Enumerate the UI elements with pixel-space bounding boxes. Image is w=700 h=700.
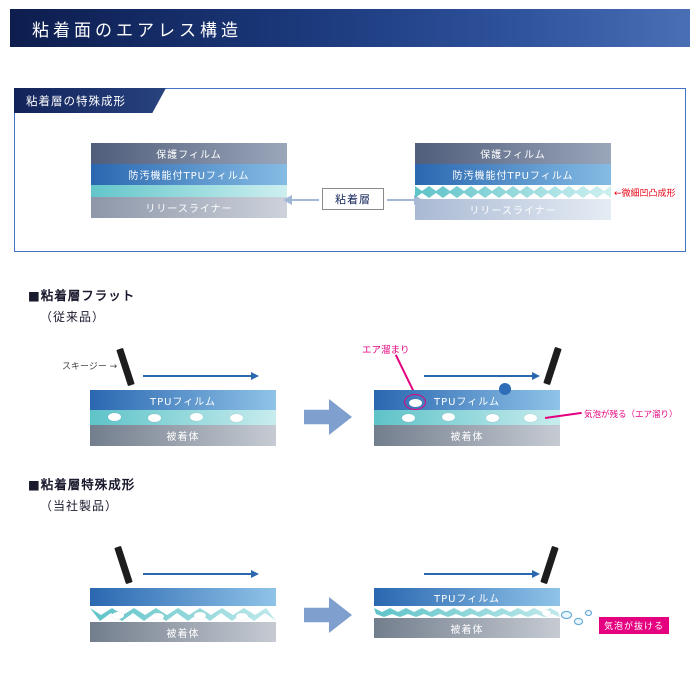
motion-arrow-icon	[143, 569, 259, 578]
air-bubble	[148, 414, 161, 422]
air-pocket-label: エア溜まり	[362, 345, 410, 356]
adhesive-zigzag	[90, 608, 276, 621]
escaping-bubble	[561, 611, 572, 619]
air-bubble	[190, 413, 203, 421]
air-pocket-circle-icon	[404, 394, 426, 410]
substrate-layer: 被着体	[90, 425, 276, 446]
bubble-escape-label: 気泡が抜ける	[599, 617, 670, 634]
flat-section-subheading: （従来品）	[40, 310, 106, 324]
adhesive-layer	[374, 410, 560, 425]
motion-arrow-icon	[424, 569, 540, 578]
escaping-bubble	[585, 610, 592, 616]
layer-protect-film: 保護フィルム	[415, 143, 611, 164]
page-title: 粘着面のエアレス構造	[32, 20, 242, 41]
motion-arrow-icon	[143, 371, 259, 380]
micro-texture-note: ←微細凹凸成形	[614, 189, 676, 199]
squeegee-label: スキージー →	[62, 362, 118, 372]
layer-stack-flat: 保護フィルム 防汚機能付TPUフィルム リリースライナー	[91, 143, 287, 218]
adhesive-zigzag	[374, 608, 560, 617]
squeegee-icon	[116, 347, 135, 387]
layer-protect-film: 保護フィルム	[91, 143, 287, 164]
structure-box: 粘着層の特殊成形 保護フィルム 防汚機能付TPUフィルム リリースライナー 粘着…	[14, 88, 686, 252]
air-bubble	[486, 414, 499, 422]
formed-section-heading: ■粘着層特殊成形	[28, 477, 136, 492]
tpu-film-layer: TPUフィルム	[90, 390, 276, 410]
motion-arrow-icon	[424, 371, 540, 380]
adhesive-layer-label: 粘着層	[322, 188, 384, 210]
adhesive-layer	[90, 410, 276, 425]
air-bubble	[542, 610, 551, 616]
layer-tpu-film: 防汚機能付TPUフィルム	[415, 164, 611, 185]
page-title-bar: 粘着面のエアレス構造	[10, 9, 690, 47]
layer-stack-textured: 保護フィルム 防汚機能付TPUフィルム リリースライナー	[415, 143, 611, 220]
air-bubble	[152, 613, 164, 620]
air-bubble	[236, 613, 248, 620]
squeegee-icon	[540, 545, 559, 585]
substrate-layer: 被着体	[90, 622, 276, 642]
formed-section-subheading: （当社製品）	[40, 499, 119, 513]
air-bubble	[112, 612, 124, 619]
adhesive-pointer-right-icon	[387, 195, 423, 205]
adhesive-pointer-left-icon	[283, 195, 319, 205]
tpu-film-layer	[90, 588, 276, 606]
substrate-layer: 被着体	[374, 618, 560, 638]
escaping-bubble	[574, 618, 583, 625]
transition-arrow-icon	[304, 597, 352, 633]
tpu-film-layer: TPUフィルム	[374, 390, 560, 410]
air-bubble	[230, 414, 243, 422]
formed-after-block: TPUフィルム 被着体	[374, 588, 560, 638]
flat-after-block: TPUフィルム 被着体	[374, 390, 560, 446]
air-bubble	[524, 414, 537, 422]
layer-adhesive-flat	[91, 185, 287, 197]
air-bubble	[108, 413, 121, 421]
layer-adhesive-textured	[415, 186, 611, 198]
layer-tpu-film: 防汚機能付TPUフィルム	[91, 164, 287, 185]
structure-banner-label: 粘着層の特殊成形	[26, 93, 126, 108]
layer-release-liner: リリースライナー	[415, 199, 611, 220]
structure-banner: 粘着層の特殊成形	[14, 88, 166, 113]
formed-before-block: 被着体	[90, 588, 276, 642]
squeegee-icon	[543, 346, 562, 386]
air-bubble	[402, 414, 415, 422]
adhesive-layer-compressed	[374, 606, 560, 618]
transition-arrow-icon	[304, 399, 352, 435]
squeegee-icon	[114, 545, 133, 585]
air-bubble	[194, 612, 206, 619]
air-bubble	[442, 413, 455, 421]
tpu-film-layer: TPUフィルム	[374, 588, 560, 606]
air-bump-icon	[499, 383, 511, 395]
flat-before-block: TPUフィルム 被着体	[90, 390, 276, 446]
layer-release-liner: リリースライナー	[91, 197, 287, 218]
flat-section-heading: ■粘着層フラット	[28, 288, 136, 303]
adhesive-layer-textured	[90, 606, 276, 622]
trapped-bubble-note: 気泡が残る（エア溜り）	[584, 410, 678, 420]
substrate-layer: 被着体	[374, 425, 560, 446]
